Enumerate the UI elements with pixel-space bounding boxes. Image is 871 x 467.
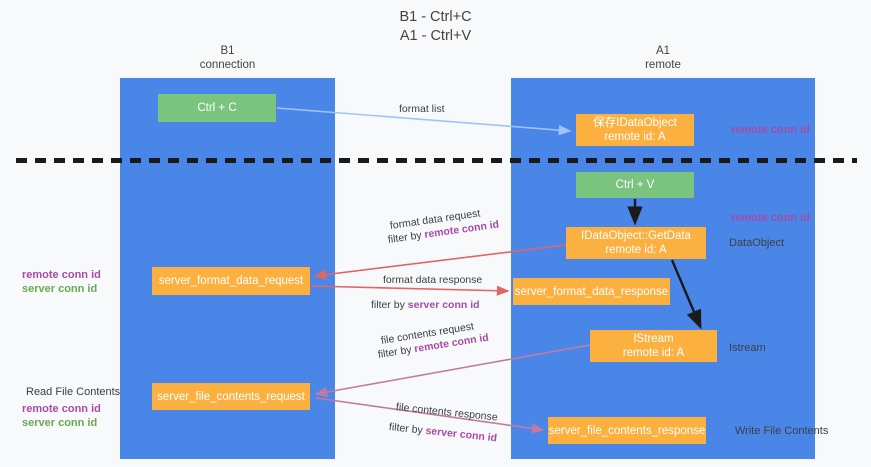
title-line-1: B1 - Ctrl+C bbox=[399, 9, 472, 25]
box-idataobject-getdata-title: IDataObject::GetData bbox=[581, 230, 691, 242]
box-copy-idataobject[interactable]: 保存IDataObject remote id: A bbox=[576, 114, 694, 146]
box-copy-idataobject-title: 保存IDataObject bbox=[593, 117, 677, 129]
column-header-b1: B1 connection bbox=[120, 44, 335, 72]
box-ctrl-c-label: Ctrl + C bbox=[197, 102, 237, 114]
annotation-left-server-conn-id-2: server conn id bbox=[22, 417, 98, 429]
flow-label-format-data-response: format data response bbox=[383, 274, 483, 286]
box-server-format-data-response-label: server_format_data_response bbox=[514, 285, 669, 298]
filter-prefix-4: filter by bbox=[388, 421, 427, 437]
flow-label-file-contents-response: file contents response bbox=[395, 401, 499, 424]
phase-divider bbox=[16, 158, 857, 163]
box-server-format-data-response[interactable]: server_format_data_response bbox=[513, 278, 670, 305]
annotation-right-remote-conn-id-mid: remote conn id bbox=[731, 212, 810, 224]
box-idataobject-getdata[interactable]: IDataObject::GetData remote id: A bbox=[566, 227, 706, 259]
column-header-b1-subtitle: connection bbox=[199, 59, 256, 71]
annotation-right-dataobject: DataObject bbox=[729, 237, 785, 249]
flow-label-format-data-response-filter: filter by server conn id bbox=[371, 298, 480, 312]
box-server-file-contents-response-label: server_file_contents_response bbox=[548, 424, 706, 437]
flow-label-format-list: format list bbox=[399, 103, 445, 115]
annotation-left-remote-conn-id-2: remote conn id bbox=[22, 403, 101, 415]
flow-label-file-contents-response-filter: filter by server conn id bbox=[388, 420, 497, 445]
page-title: B1 - Ctrl+C A1 - Ctrl+V bbox=[0, 8, 871, 46]
title-line-2: A1 - Ctrl+V bbox=[399, 28, 472, 44]
box-ctrl-v[interactable]: Ctrl + V bbox=[576, 172, 694, 198]
column-header-a1-subtitle: remote bbox=[645, 59, 681, 71]
box-server-file-contents-request-label: server_file_contents_request bbox=[157, 390, 305, 403]
box-istream[interactable]: IStream remote id: A bbox=[590, 330, 717, 362]
column-header-a1: A1 remote bbox=[511, 44, 815, 72]
annotation-right-istream: Istream bbox=[729, 342, 766, 354]
annotation-right-remote-conn-id-top: remote conn id bbox=[731, 124, 810, 136]
box-ctrl-c[interactable]: Ctrl + C bbox=[158, 94, 276, 122]
box-idataobject-getdata-subtitle: remote id: A bbox=[605, 244, 667, 256]
filter-prefix-1: filter by bbox=[387, 228, 426, 246]
annotation-left-server-conn-id: server conn id bbox=[22, 283, 98, 295]
column-header-b1-name: B1 bbox=[220, 45, 235, 57]
annotation-left-conn-ids-2: remote conn id server conn id bbox=[22, 402, 101, 430]
column-header-a1-name: A1 bbox=[655, 45, 671, 57]
box-server-file-contents-response[interactable]: server_file_contents_response bbox=[548, 417, 706, 444]
box-copy-idataobject-subtitle: remote id: A bbox=[604, 131, 666, 143]
box-server-format-data-request-label: server_format_data_request bbox=[158, 275, 304, 287]
filter-key-server-conn-id-1: server conn id bbox=[407, 299, 480, 311]
filter-prefix-2: filter by bbox=[371, 299, 408, 311]
box-istream-subtitle: remote id: A bbox=[622, 347, 685, 359]
box-server-file-contents-request[interactable]: server_file_contents_request bbox=[152, 383, 310, 410]
annotation-left-conn-ids: remote conn id server conn id bbox=[22, 268, 101, 296]
annotation-right-write-file-contents: Write File Contents bbox=[735, 425, 829, 437]
filter-key-server-conn-id-2: server conn id bbox=[424, 424, 498, 445]
box-server-format-data-request[interactable]: server_format_data_request bbox=[152, 267, 310, 295]
box-istream-title: IStream bbox=[633, 333, 674, 345]
annotation-left-remote-conn-id: remote conn id bbox=[22, 269, 101, 281]
box-ctrl-v-label: Ctrl + V bbox=[615, 179, 655, 191]
annotation-left-read-file-contents: Read File Contents bbox=[26, 386, 121, 398]
